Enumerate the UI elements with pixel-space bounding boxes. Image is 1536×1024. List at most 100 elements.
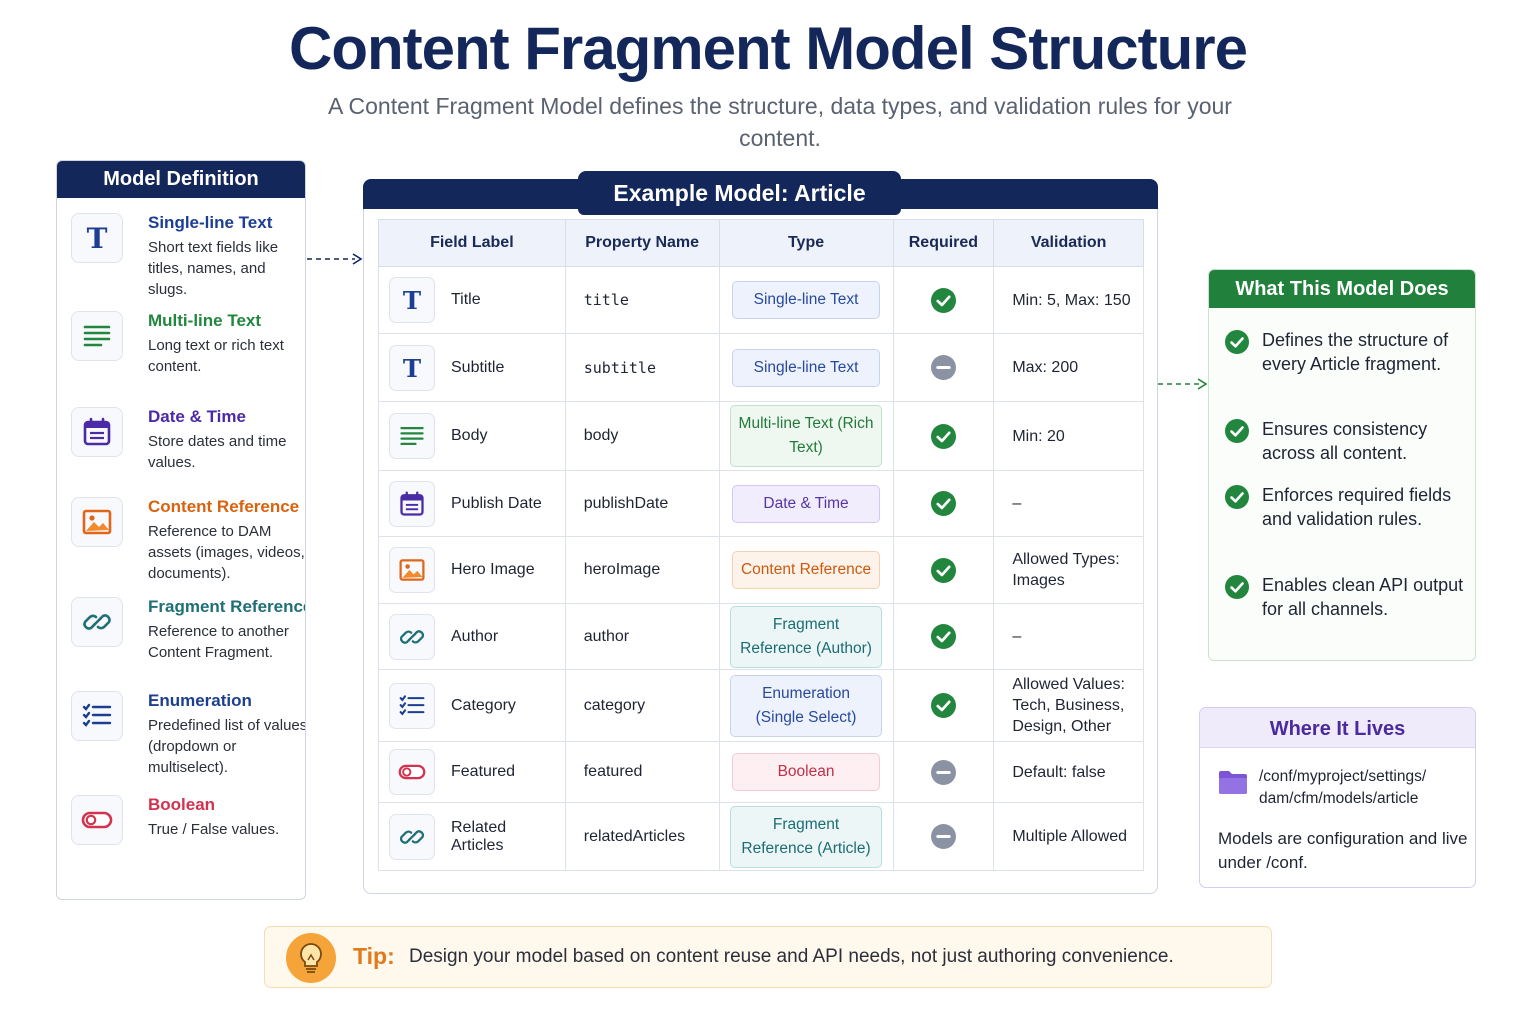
field-icon-box xyxy=(389,813,435,860)
lines-icon xyxy=(81,320,113,352)
page-subtitle: A Content Fragment Model defines the str… xyxy=(328,93,1232,151)
type-name: Fragment Reference xyxy=(148,597,306,616)
folder-icon xyxy=(1219,771,1247,794)
validation: Min: 20 xyxy=(993,401,1144,471)
field-label: Related Articles xyxy=(451,818,507,854)
arrow-model-to-benefits xyxy=(1158,378,1208,390)
type-chip: Enumeration (Single Select) xyxy=(730,674,883,737)
property-name: featured xyxy=(564,741,720,803)
column-header: Property Name xyxy=(564,219,720,267)
validation: – xyxy=(993,603,1144,670)
type-cell: Boolean xyxy=(718,741,894,803)
required-cell xyxy=(892,802,995,871)
column-header: Field Label xyxy=(378,219,566,267)
validation: Max: 200 xyxy=(993,333,1144,402)
property-name: relatedArticles xyxy=(564,802,720,871)
table-header-row: Field Label Property Name Type Required … xyxy=(378,219,1144,267)
benefit-text: Enforces required fields and validation … xyxy=(1262,485,1452,529)
validation: Multiple Allowed xyxy=(993,802,1144,871)
list-icon xyxy=(81,700,113,732)
link-icon xyxy=(398,823,426,851)
type-cell: Content Reference xyxy=(718,536,894,604)
type-description: True / False values. xyxy=(148,821,280,838)
field-label: Category xyxy=(451,696,516,714)
example-model-header: Example Model: Article xyxy=(578,171,901,215)
fields-table: Field Label Property Name Type Required … xyxy=(378,219,1144,871)
image-icon xyxy=(398,556,426,584)
field-icon-box xyxy=(389,413,435,459)
field-icon-box xyxy=(389,682,435,729)
type-cell: Fragment Reference (Article) xyxy=(718,802,894,871)
validation: Min: 5, Max: 150 xyxy=(993,266,1144,334)
arrow-definition-to-model xyxy=(307,253,363,265)
link-icon xyxy=(81,606,113,638)
benefit-text: Defines the structure of every Article f… xyxy=(1262,330,1449,374)
link-icon xyxy=(398,623,426,651)
calendar-icon xyxy=(398,490,426,518)
property-name: body xyxy=(564,401,720,471)
type-cell: Date & Time xyxy=(718,470,894,537)
field-label: Publish Date xyxy=(451,494,542,512)
type-chip: Multi-line Text (Rich Text) xyxy=(730,405,883,467)
toggle-icon xyxy=(398,758,426,786)
type-chip: Fragment Reference (Author) xyxy=(730,605,883,668)
field-icon-box xyxy=(389,613,435,660)
field-label: Featured xyxy=(451,763,516,780)
required-check-icon xyxy=(931,491,956,516)
required-cell xyxy=(892,266,995,334)
property-name: author xyxy=(564,603,720,670)
tip-text: Design your model based on content reuse… xyxy=(409,946,1174,967)
property-name: title xyxy=(564,266,720,334)
toggle-icon xyxy=(81,804,113,836)
type-chip: Fragment Reference (Article) xyxy=(730,805,883,868)
check-icon xyxy=(1225,419,1249,443)
column-header: Required xyxy=(892,219,995,267)
field-icon-box xyxy=(389,344,435,391)
type-cell: Single-line Text xyxy=(718,333,894,402)
list-icon xyxy=(398,692,426,720)
lightbulb-icon xyxy=(286,933,336,983)
property-name: heroImage xyxy=(564,536,720,604)
model-path: /conf/myproject/settings/ dam/cfm/models… xyxy=(1259,768,1427,807)
field-label-cell: Featured xyxy=(378,741,566,803)
type-chip: Date & Time xyxy=(732,484,881,523)
benefit-text: Enables clean API output for all channel… xyxy=(1262,575,1464,619)
tip-label: Tip: xyxy=(353,943,395,969)
field-icon-box xyxy=(389,480,435,527)
type-chip: Boolean xyxy=(732,753,881,791)
model-definition-header: Model Definition xyxy=(57,161,305,198)
text-t-icon xyxy=(398,354,426,382)
validation: Allowed Types: Images xyxy=(993,536,1144,604)
field-icon-box xyxy=(389,547,435,593)
required-cell xyxy=(892,669,995,742)
field-label: Body xyxy=(451,427,488,444)
field-icon-box xyxy=(389,277,435,323)
benefit-text: Ensures consistency across all content. xyxy=(1262,419,1428,463)
column-header: Validation xyxy=(993,219,1144,267)
type-description: Store dates and time values. xyxy=(148,433,287,471)
validation: Allowed Values: Tech, Business, Design, … xyxy=(993,669,1144,742)
type-cell: Multi-line Text (Rich Text) xyxy=(718,401,894,471)
type-icon-box xyxy=(71,795,123,845)
type-description: Predefined list of values (dropdown or m… xyxy=(148,717,306,776)
optional-minus-icon xyxy=(931,355,956,380)
column-header: Type xyxy=(718,219,894,267)
check-icon xyxy=(1225,575,1249,599)
type-chip: Content Reference xyxy=(732,551,881,589)
type-cell: Enumeration (Single Select) xyxy=(718,669,894,742)
type-icon-box xyxy=(71,407,123,457)
type-description: Reference to DAM assets (images, videos,… xyxy=(148,523,305,582)
type-icon-box xyxy=(71,497,123,547)
type-description: Reference to another Content Fragment. xyxy=(148,623,289,661)
required-cell xyxy=(892,470,995,537)
field-label: Author xyxy=(451,627,499,645)
page-title: Content Fragment Model Structure xyxy=(288,15,1248,82)
type-description: Short text fields like titles, names, an… xyxy=(148,239,279,298)
optional-minus-icon xyxy=(931,760,956,785)
